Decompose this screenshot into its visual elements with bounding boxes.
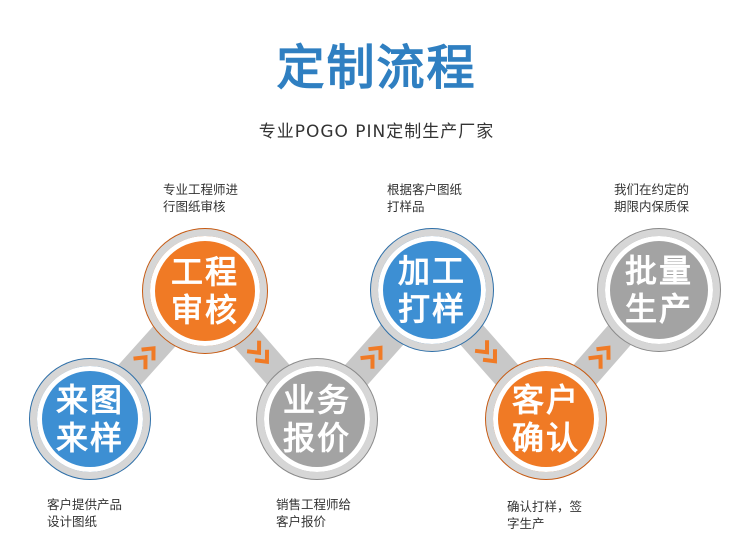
step-5-line1: 客户: [511, 381, 580, 419]
step-1-note: 客户提供产品设计图纸: [47, 497, 123, 529]
double-chevron-arrow-icon: [588, 345, 611, 369]
step-2-line2: 审核: [170, 291, 239, 329]
double-chevron-arrow-icon: [474, 340, 497, 364]
step-5-line2: 确认: [511, 419, 580, 457]
double-chevron-arrow-icon: [133, 346, 156, 370]
step-6-line2: 生产: [624, 290, 693, 328]
double-chevron-arrow-icon: [360, 345, 383, 369]
step-3-line1: 业务: [282, 381, 351, 419]
step-node-1: 来图来样: [30, 359, 150, 479]
step-4-note: 根据客户图纸打样品: [387, 182, 463, 214]
double-chevron-arrow-icon: [246, 340, 270, 365]
step-node-3: 业务报价: [257, 359, 377, 479]
step-3-note: 销售工程师给客户报价: [276, 497, 352, 529]
step-2-note: 专业工程师进行图纸审核: [163, 182, 239, 214]
step-node-4: 加工打样: [371, 229, 493, 351]
step-6-line1: 批量: [624, 252, 693, 290]
step-1-line1: 来图: [55, 381, 124, 419]
page-title: 定制流程: [276, 40, 477, 96]
step-4-line2: 打样: [397, 290, 466, 328]
step-node-5: 客户确认: [486, 359, 606, 479]
step-node-6: 批量生产: [598, 229, 720, 351]
step-3-line2: 报价: [282, 419, 351, 457]
step-4-line1: 加工: [397, 252, 466, 290]
step-1-line2: 来样: [55, 419, 124, 457]
step-node-2: 工程审核: [143, 229, 267, 353]
page-subtitle: 专业POGO PIN定制生产厂家: [258, 122, 495, 142]
step-5-note: 确认打样，签字生产: [507, 499, 583, 531]
step-2-line1: 工程: [170, 253, 239, 291]
step-6-note: 我们在约定的期限内保质保: [614, 182, 690, 214]
